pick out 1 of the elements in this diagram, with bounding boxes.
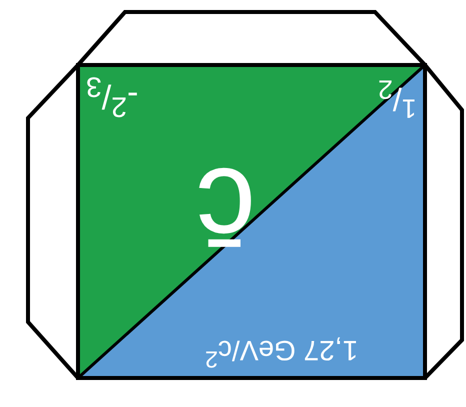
particle-symbol: c̄ [196,150,256,270]
